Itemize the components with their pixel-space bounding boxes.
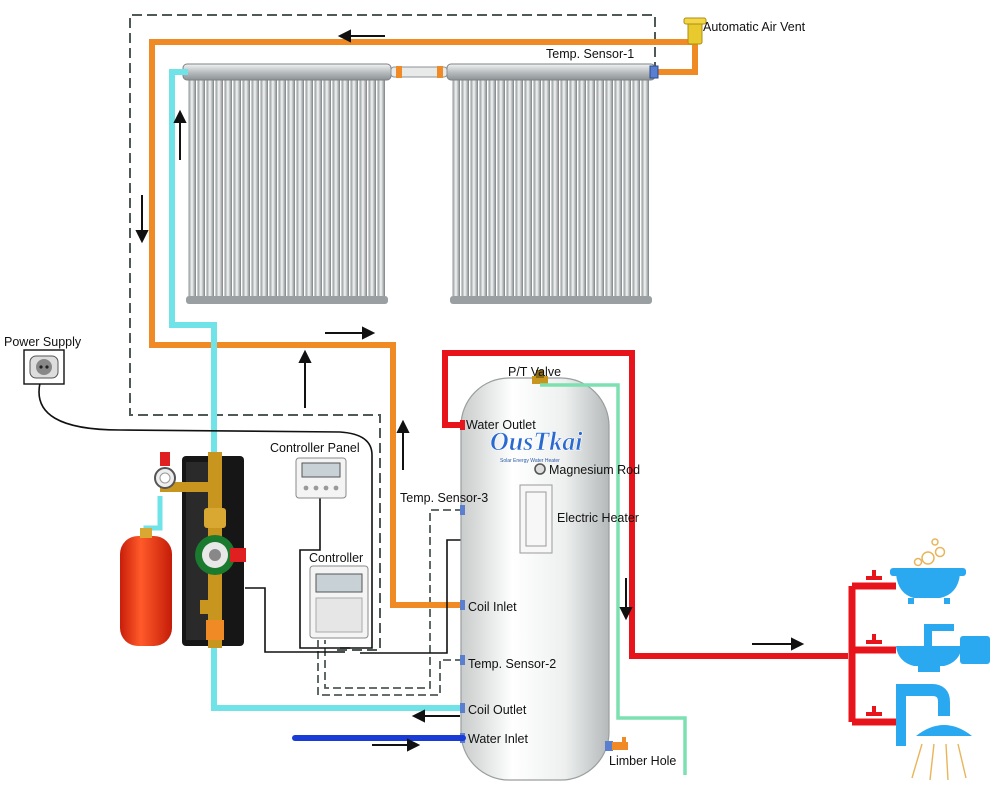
label-water-outlet: Water Outlet <box>466 418 536 432</box>
temp-sensor-2-cable <box>317 640 463 696</box>
expansion-tank <box>120 528 172 646</box>
electric-heater <box>519 484 553 554</box>
brand-tagline: Solar Energy Water Heater <box>500 458 560 464</box>
label-controller: Controller <box>309 551 363 565</box>
temp-sensor-3-fitting <box>460 505 465 515</box>
power-cable <box>38 382 373 649</box>
brand-logo: OusTkai <box>490 427 583 456</box>
label-water-inlet: Water Inlet <box>468 732 529 746</box>
solar-collector-right <box>446 63 656 304</box>
label-temp-sensor-3: Temp. Sensor-3 <box>400 491 488 505</box>
limber-hole-valve <box>605 737 628 751</box>
label-coil-outlet: Coil Outlet <box>468 703 527 717</box>
controller-panel-cable <box>299 498 350 649</box>
hot-water-pipe <box>442 350 848 659</box>
arrow-up-coil <box>396 419 410 470</box>
collector-hot-pipe <box>149 39 698 608</box>
controller-device <box>309 565 369 639</box>
pt-valve-drain-line <box>540 383 687 775</box>
sink-icon <box>896 624 990 672</box>
arrow-bottom-right <box>325 326 376 340</box>
label-electric-heater: Electric Heater <box>557 511 639 525</box>
pt-valve <box>532 370 548 384</box>
pump-cable <box>245 587 345 653</box>
label-automatic-air-vent: Automatic Air Vent <box>703 20 806 34</box>
arrow-coil-outlet <box>411 709 460 723</box>
arrow-drain-down <box>619 578 633 621</box>
arrow-supply-down <box>135 195 149 244</box>
collector-connector <box>390 66 448 78</box>
magnesium-rod <box>534 463 546 475</box>
arrow-hot-right <box>752 637 805 651</box>
temp-sensor-3-cable <box>324 509 463 689</box>
solar-collector-left <box>182 63 392 304</box>
label-magnesium-rod: Magnesium Rod <box>549 463 640 477</box>
controller-panel-device <box>295 457 347 499</box>
hot-water-manifold <box>848 582 896 726</box>
temp-sensor-2-fitting <box>460 655 465 665</box>
coil-inlet-fitting <box>460 600 465 610</box>
power-supply-socket <box>23 349 65 385</box>
arrow-return-up <box>173 109 187 160</box>
label-coil-inlet: Coil Inlet <box>468 600 517 614</box>
label-power-supply: Power Supply <box>4 335 82 349</box>
temp-sensor-1-cable <box>129 14 656 651</box>
label-pt-valve: P/T Valve <box>508 365 561 379</box>
label-temp-sensor-1: Temp. Sensor-1 <box>546 47 634 61</box>
arrow-top-left <box>337 29 385 43</box>
collector-return-pipe <box>169 69 463 711</box>
flow-arrows <box>135 29 805 752</box>
coil-outlet-fitting <box>460 703 465 713</box>
shower-icon <box>896 684 972 781</box>
label-controller-panel: Controller Panel <box>270 441 360 455</box>
label-limber-hole: Limber Hole <box>609 754 676 768</box>
fixture-valves <box>866 570 882 716</box>
temp-sensor-1 <box>649 65 659 79</box>
automatic-air-vent <box>683 17 707 45</box>
arrow-water-inlet <box>372 738 421 752</box>
bathtub-icon <box>890 538 966 604</box>
label-temp-sensor-2: Temp. Sensor-2 <box>468 657 556 671</box>
arrow-up-center <box>298 349 312 408</box>
pump-station <box>154 452 246 648</box>
